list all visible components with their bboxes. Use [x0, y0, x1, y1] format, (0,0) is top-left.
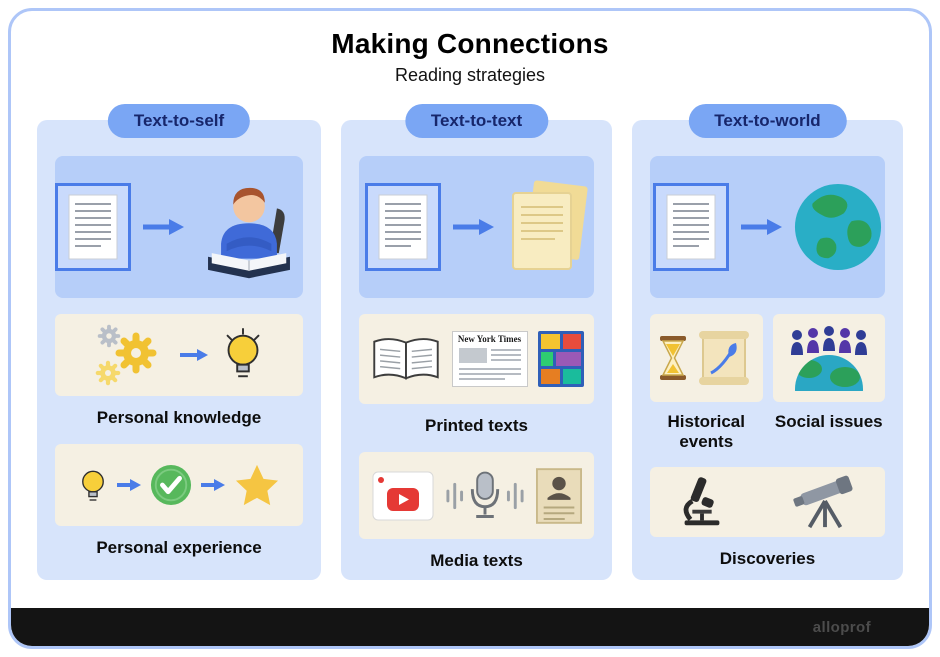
scroll-quill-icon [693, 327, 755, 389]
label-printed-texts: Printed texts [425, 416, 528, 435]
social-issues-illustration [772, 314, 885, 402]
arrow-right-icon [451, 218, 495, 236]
column-text-to-world: Text-to-world [632, 104, 903, 580]
video-player-icon [372, 471, 434, 521]
illustration-text-to-world [650, 156, 885, 298]
label-personal-experience: Personal experience [96, 538, 262, 557]
microscope-icon [673, 474, 731, 530]
alloprof-logo: alloprof [812, 618, 871, 636]
arrow-right-icon [116, 478, 142, 492]
lightbulb-icon [78, 465, 108, 505]
panel-text-to-text: New York Times [341, 120, 612, 580]
column-text-to-text: Text-to-text [341, 104, 612, 580]
biography-document-icon [535, 467, 582, 524]
world-topics-row: Historical events [650, 314, 885, 453]
illustration-text-to-text [359, 156, 594, 298]
yellow-papers-icon [505, 179, 589, 275]
gears-icon [93, 323, 167, 387]
label-historical-events: Historical events [667, 412, 745, 452]
arrow-right-icon [179, 348, 209, 362]
reader-boy-icon [195, 172, 303, 282]
lightbulb-icon [221, 327, 265, 383]
newspaper-title: New York Times [457, 334, 522, 344]
social-issues-item: Social issues [772, 314, 885, 453]
personal-experience-illustration [55, 444, 303, 526]
checkmark-circle-icon [150, 464, 192, 506]
pill-text-to-text: Text-to-text [404, 104, 549, 138]
printed-texts-illustration: New York Times [359, 314, 594, 404]
star-icon [234, 463, 280, 507]
columns: Text-to-self [11, 104, 929, 580]
globe-icon [793, 182, 883, 272]
label-social-issues: Social issues [774, 412, 883, 431]
document-frame-icon [55, 183, 131, 271]
document-frame-icon [364, 183, 441, 271]
pill-text-to-world: Text-to-world [688, 104, 847, 138]
panel-text-to-self: Personal knowledge [37, 120, 321, 580]
panel-text-to-world: Historical events [632, 120, 903, 580]
infographic-card: Making Connections Reading strategies Te… [8, 8, 932, 649]
media-texts-illustration [359, 452, 594, 539]
historical-events-item: Historical events [650, 314, 763, 453]
open-book-icon [370, 334, 442, 384]
discoveries-illustration [650, 466, 885, 537]
telescope-icon [788, 474, 862, 530]
people-on-globe-icon [785, 325, 873, 391]
page-title: Making Connections [331, 28, 609, 59]
column-text-to-self: Text-to-self [37, 104, 321, 580]
microphone-icon [444, 469, 526, 523]
comic-cover-icon [537, 331, 584, 387]
header: Making Connections Reading strategies [11, 11, 929, 86]
footer-bar: alloprof [11, 608, 929, 646]
historical-events-illustration [650, 314, 763, 402]
document-icon [666, 194, 715, 260]
document-frame-icon [652, 183, 729, 271]
document-icon [68, 194, 118, 260]
hourglass-icon [657, 334, 689, 382]
label-discoveries: Discoveries [719, 548, 816, 568]
label-personal-knowledge: Personal knowledge [96, 408, 262, 427]
newspaper-icon: New York Times [451, 331, 528, 387]
arrow-right-icon [200, 478, 226, 492]
arrow-right-icon [141, 218, 185, 236]
document-icon [378, 194, 427, 260]
pill-text-to-self: Text-to-self [107, 104, 251, 138]
page-subtitle: Reading strategies [394, 65, 546, 85]
label-media-texts: Media texts [430, 551, 523, 570]
personal-knowledge-illustration [55, 314, 303, 396]
arrow-right-icon [739, 218, 783, 236]
illustration-text-to-self [55, 156, 303, 298]
